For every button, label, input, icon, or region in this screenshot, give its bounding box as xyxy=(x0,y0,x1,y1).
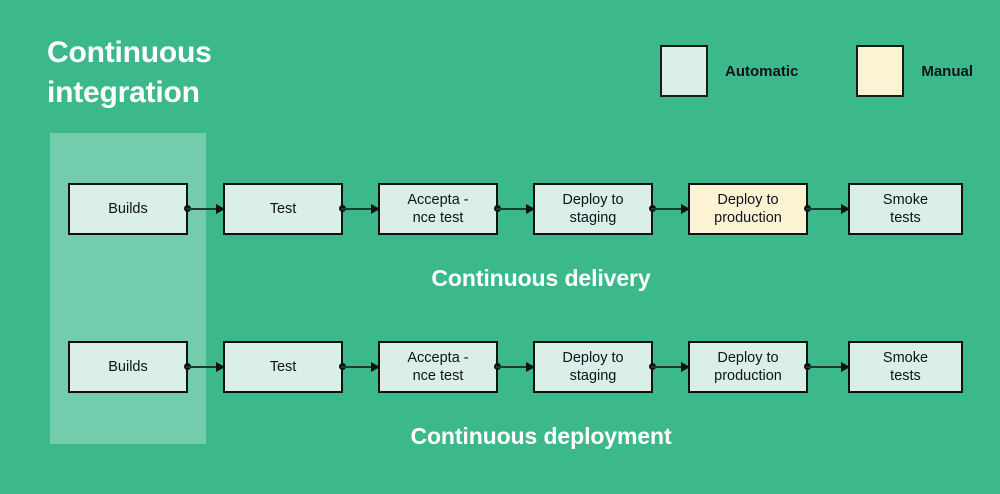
connector-arrow-continuous-delivery-1 xyxy=(339,204,380,214)
connector-arrowhead-icon xyxy=(841,204,850,214)
stage-box-continuous-delivery-4[interactable]: Deploy to production xyxy=(688,183,808,235)
connector-line xyxy=(496,208,527,210)
connector-line xyxy=(186,208,217,210)
connector-arrow-continuous-delivery-4 xyxy=(804,204,850,214)
connector-arrow-continuous-delivery-3 xyxy=(649,204,690,214)
caption-continuous-delivery: Continuous delivery xyxy=(431,265,651,291)
stage-box-continuous-deployment-4[interactable]: Deploy to production xyxy=(688,341,808,393)
page-title: Continuous integration xyxy=(47,36,212,109)
connector-arrow-continuous-delivery-2 xyxy=(494,204,535,214)
pipeline-row-continuous-delivery: Builds Test Accepta - nce test Deploy to st… xyxy=(0,183,1000,235)
connector-arrowhead-icon xyxy=(216,362,225,372)
stage-box-continuous-deployment-5[interactable]: Smoke tests xyxy=(848,341,963,393)
stage-box-continuous-deployment-1[interactable]: Test xyxy=(223,341,343,393)
connector-line xyxy=(186,366,217,368)
stage-box-continuous-deployment-2[interactable]: Accepta - nce test xyxy=(378,341,498,393)
connector-arrow-continuous-delivery-0 xyxy=(184,204,225,214)
connector-arrowhead-icon xyxy=(681,204,690,214)
caption-continuous-deployment: Continuous deployment xyxy=(410,423,672,449)
connector-arrowhead-icon xyxy=(526,362,535,372)
connector-arrowhead-icon xyxy=(681,362,690,372)
connector-arrowhead-icon xyxy=(371,204,380,214)
connector-line xyxy=(651,366,682,368)
connector-arrow-continuous-deployment-0 xyxy=(184,362,225,372)
connector-arrowhead-icon xyxy=(841,362,850,372)
connector-line xyxy=(341,208,372,210)
connector-line xyxy=(651,208,682,210)
legend-entry-manual: Manual xyxy=(856,45,973,97)
legend-label-manual: Manual xyxy=(921,62,974,80)
stage-box-continuous-delivery-3[interactable]: Deploy to staging xyxy=(533,183,653,235)
connector-arrow-continuous-deployment-3 xyxy=(649,362,690,372)
connector-line xyxy=(341,366,372,368)
connector-arrow-continuous-deployment-2 xyxy=(494,362,535,372)
connector-arrow-continuous-deployment-4 xyxy=(804,362,850,372)
connector-line xyxy=(806,208,842,210)
connector-arrowhead-icon xyxy=(371,362,380,372)
connector-arrowhead-icon xyxy=(216,204,225,214)
connector-arrow-continuous-deployment-1 xyxy=(339,362,380,372)
pipeline-row-continuous-deployment: Builds Test Accepta - nce test Deploy to st… xyxy=(0,341,1000,393)
stage-box-continuous-delivery-5[interactable]: Smoke tests xyxy=(848,183,963,235)
connector-line xyxy=(806,366,842,368)
stage-box-continuous-delivery-1[interactable]: Test xyxy=(223,183,343,235)
legend-label-automatic: Automatic xyxy=(725,62,799,80)
legend-entry-automatic: Automatic xyxy=(660,45,798,97)
legend-swatch-manual-icon xyxy=(856,45,905,97)
stage-box-continuous-deployment-0[interactable]: Builds xyxy=(68,341,188,393)
legend: Automatic Manual xyxy=(660,45,973,97)
legend-swatch-automatic-icon xyxy=(660,45,708,97)
stage-box-continuous-delivery-0[interactable]: Builds xyxy=(68,183,188,235)
stage-box-continuous-deployment-3[interactable]: Deploy to staging xyxy=(533,341,653,393)
connector-line xyxy=(496,366,527,368)
connector-arrowhead-icon xyxy=(526,204,535,214)
stage-box-continuous-delivery-2[interactable]: Accepta - nce test xyxy=(378,183,498,235)
